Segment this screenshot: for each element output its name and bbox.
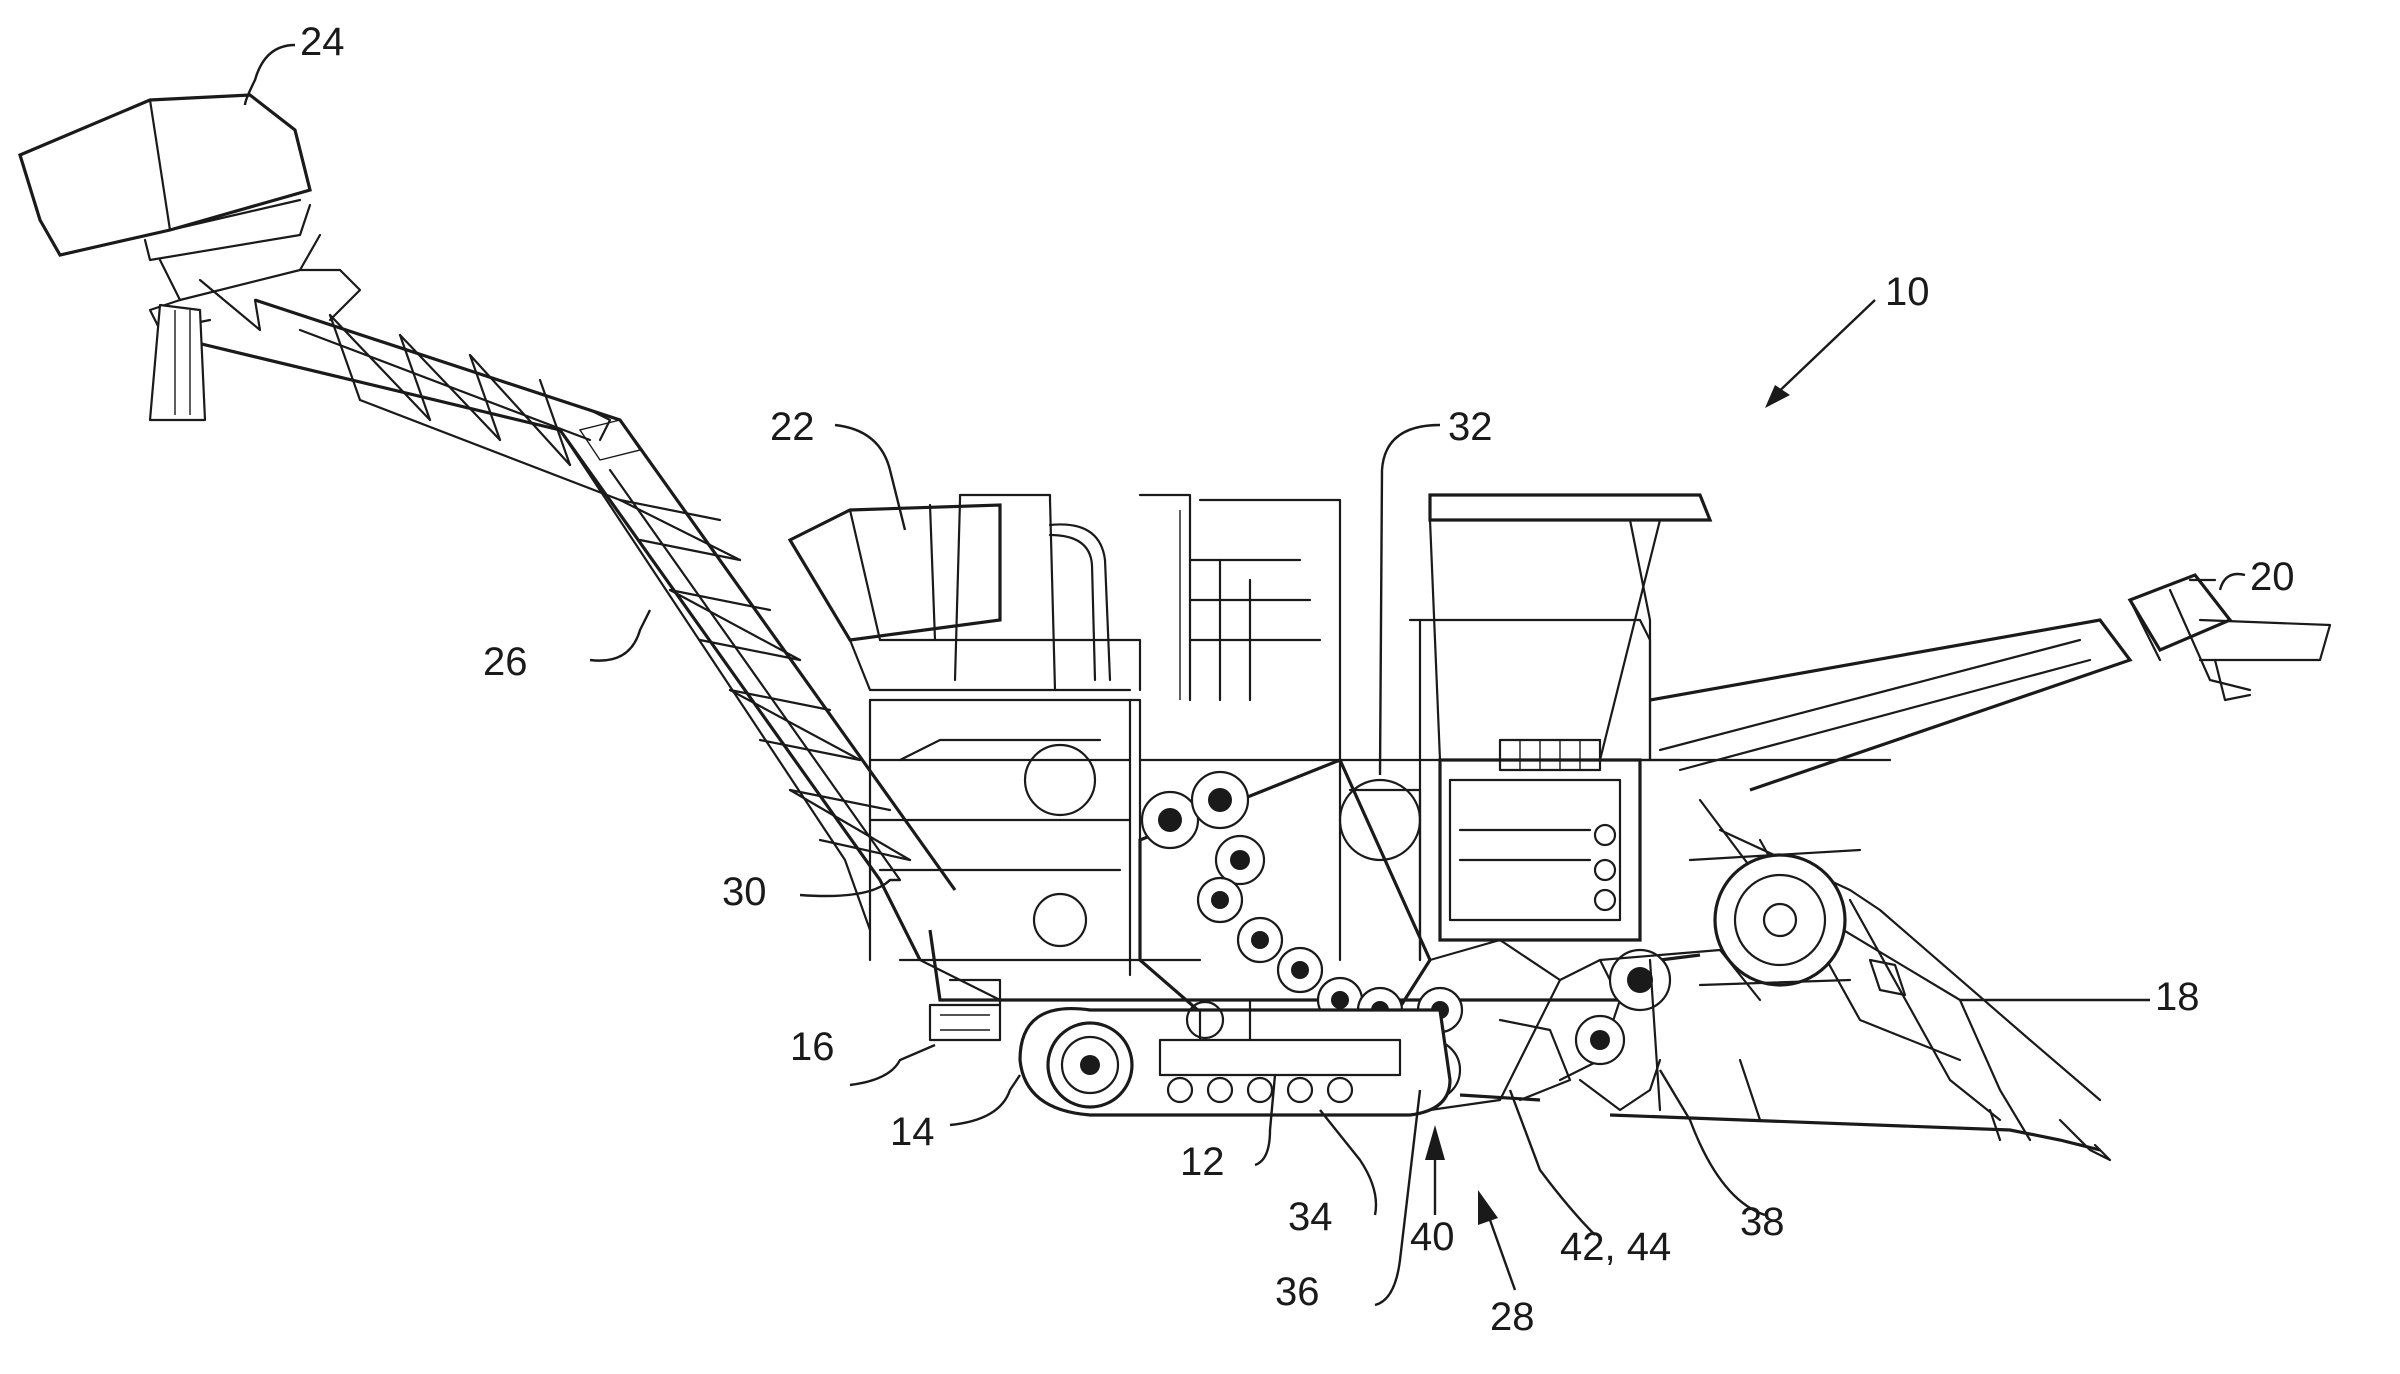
label-30: 30 — [722, 870, 767, 914]
label-18: 18 — [2155, 975, 2200, 1019]
label-16: 16 — [790, 1025, 835, 1069]
label-42-44: 42, 44 — [1560, 1225, 1671, 1269]
label-12: 12 — [1180, 1140, 1225, 1184]
label-20: 20 — [2250, 555, 2295, 599]
label-40: 40 — [1410, 1215, 1455, 1259]
arrow-10 — [1769, 299, 1876, 401]
label-14: 14 — [890, 1110, 935, 1154]
elevator-26 — [184, 298, 957, 961]
wheel-16 — [928, 978, 1002, 1042]
extractor-hood-24 — [18, 93, 362, 422]
leader-lines — [243, 43, 2246, 1307]
topper-20 — [2127, 573, 2332, 702]
label-26: 26 — [483, 640, 528, 684]
label-22: 22 — [770, 405, 815, 449]
label-28: 28 — [1490, 1295, 1535, 1339]
label-34: 34 — [1288, 1195, 1333, 1239]
crop-divider-18 — [1609, 618, 2133, 1162]
base-cutter-region — [1428, 938, 1762, 1112]
arrowhead-10 — [1765, 385, 1790, 408]
label-36: 36 — [1275, 1270, 1320, 1314]
label-24: 24 — [300, 20, 345, 64]
label-32: 32 — [1448, 405, 1493, 449]
track-assembly-14 — [1018, 998, 1452, 1117]
label-38: 38 — [1740, 1200, 1785, 1244]
label-10: 10 — [1885, 270, 1930, 314]
